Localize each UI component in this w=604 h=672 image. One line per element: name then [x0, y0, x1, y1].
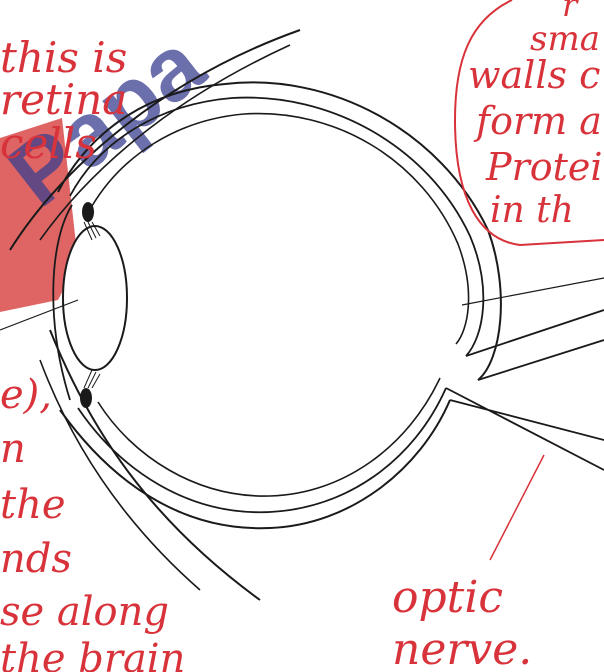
suspensory-ligaments-bottom — [84, 370, 100, 388]
ciliary-body-top — [82, 202, 94, 222]
annotation-left-bottom-1: e), — [0, 372, 52, 418]
optic-nerve — [446, 310, 604, 470]
pointer-line-optic-nerve — [490, 455, 544, 560]
annotation-left-bottom-3: the — [0, 482, 66, 528]
annotation-left-bottom-2: n — [0, 426, 26, 472]
annotation-right-3: form a — [473, 99, 602, 143]
annotation-right-5: in th — [490, 190, 574, 231]
annotation-nerve: nerve. — [392, 624, 532, 672]
annotation-right-4: Protei — [485, 145, 603, 189]
ciliary-body-bottom — [80, 388, 92, 408]
annotation-left-bottom-4: nds — [0, 536, 72, 582]
lens — [63, 226, 127, 370]
retina-inner — [92, 114, 469, 497]
annotation-left-bottom-5: se along — [0, 589, 169, 635]
annotation-left-bottom-6: the brain — [0, 636, 185, 672]
eyelid-bottom-line — [50, 330, 260, 600]
annotation-optic: optic — [392, 572, 503, 623]
annotation-left-top-2: retina — [0, 75, 127, 124]
annotation-left-top-3: cells — [0, 119, 97, 168]
annotation-right-2: walls c — [468, 53, 600, 97]
